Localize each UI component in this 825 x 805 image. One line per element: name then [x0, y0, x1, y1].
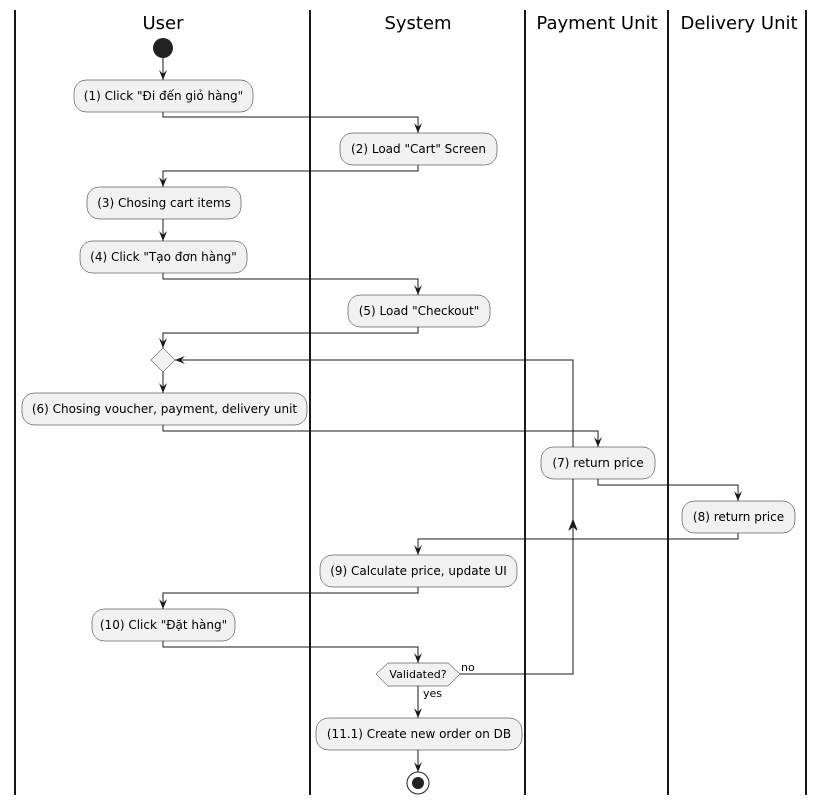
edge-6-to-7	[162, 425, 602, 447]
lane-title-delivery-unit: Delivery Unit	[680, 13, 797, 34]
activity-label: (11.1) Create new order on DB	[327, 727, 511, 741]
activity-box	[681, 500, 796, 534]
edge-9-to-10	[159, 587, 419, 609]
activity-box	[86, 186, 242, 220]
decision-node: Validated?	[375, 662, 461, 687]
activity-box	[540, 446, 656, 480]
lane-title-payment-unit: Payment Unit	[536, 13, 657, 34]
activity-3: (3) Chosing cart items	[86, 186, 242, 220]
swimlane-titles: User System Payment Unit Delivery Unit	[142, 13, 797, 34]
loop-direction-arrowhead	[568, 518, 578, 531]
activity-label: (6) Chosing voucher, payment, delivery u…	[32, 402, 298, 416]
activity-2: (2) Load "Cart" Screen	[339, 132, 498, 166]
end-node-ring	[406, 771, 430, 795]
branch-label-yes: yes	[423, 687, 442, 700]
edge-2-to-3	[159, 165, 419, 187]
lane-title-system: System	[384, 13, 451, 34]
decision-label: Validated?	[389, 668, 446, 681]
activity-5: (5) Load "Checkout"	[347, 294, 491, 328]
edge-7-to-8	[597, 479, 742, 501]
activity-10: (10) Click "Đặt hàng"	[91, 608, 236, 642]
activity-label: (2) Load "Cart" Screen	[351, 142, 486, 156]
edges	[159, 58, 742, 772]
end-node	[406, 771, 430, 795]
edge-decision-no-loop	[175, 356, 574, 675]
activity-label: (8) return price	[693, 510, 784, 524]
branch-label-no: no	[461, 661, 475, 674]
activity-6: (6) Chosing voucher, payment, delivery u…	[21, 392, 308, 426]
activity-label: (5) Load "Checkout"	[359, 304, 480, 318]
edge-5-to-merge	[159, 327, 419, 348]
merge-node	[150, 347, 176, 373]
activity-label: (1) Click "Đi đến giỏ hàng"	[84, 89, 243, 103]
activity-box	[347, 294, 491, 328]
activity-1: (1) Click "Đi đến giỏ hàng"	[73, 79, 254, 113]
activity-label: (9) Calculate price, update UI	[330, 564, 507, 578]
activity-label: (3) Chosing cart items	[97, 196, 231, 210]
swimlane-dividers	[14, 10, 807, 795]
activity-11-1: (11.1) Create new order on DB	[315, 717, 523, 751]
activity-box	[339, 132, 498, 166]
decision-shape	[375, 662, 461, 687]
activity-box	[319, 554, 518, 588]
edge-1-to-2	[162, 112, 422, 133]
edge-10-to-decision	[162, 641, 422, 663]
activity-box	[315, 717, 523, 751]
activity-box	[79, 240, 248, 274]
edge-4-to-5	[162, 273, 422, 295]
edge-8-to-9	[414, 533, 739, 555]
activity-8: (8) return price	[681, 500, 796, 534]
activity-box	[21, 392, 308, 426]
start-node	[153, 38, 173, 58]
activity-9: (9) Calculate price, update UI	[319, 554, 518, 588]
activity-4: (4) Click "Tạo đơn hàng"	[79, 240, 248, 274]
activity-box	[73, 79, 254, 113]
activity-label: (7) return price	[552, 456, 643, 470]
activity-label: (10) Click "Đặt hàng"	[100, 618, 227, 632]
lane-title-user: User	[142, 13, 184, 34]
end-node-dot	[412, 777, 424, 789]
activity-box	[91, 608, 236, 642]
activity-7: (7) return price	[540, 446, 656, 480]
activity-label: (4) Click "Tạo đơn hàng"	[90, 250, 237, 264]
